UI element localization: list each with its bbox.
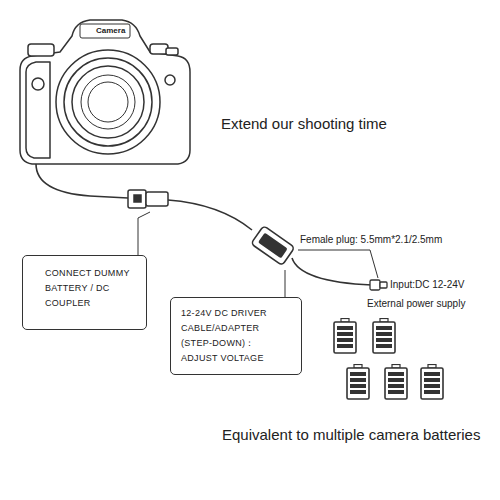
step-down-module xyxy=(251,226,295,266)
camera-drawing xyxy=(20,20,190,164)
input-spec: Input:DC 12-24V xyxy=(390,279,465,290)
title: Extend our shooting time xyxy=(221,115,387,132)
callout-box: 12-24V DC DRIVER CABLE/ADAPTER (STEP-DOW… xyxy=(170,297,302,375)
callout-text: 12-24V DC DRIVER CABLE/ADAPTER (STEP-DOW… xyxy=(181,306,293,366)
callout-text: CONNECT DUMMY BATTERY / DC COUPLER xyxy=(45,266,136,311)
leader-lines xyxy=(138,212,378,297)
battery-icons xyxy=(334,319,443,400)
female-plug xyxy=(370,280,387,290)
callout-box: CONNECT DUMMY BATTERY / DC COUPLER xyxy=(22,255,147,330)
camera-label: Camera xyxy=(95,26,126,35)
power-label: External power supply xyxy=(367,298,465,309)
plug-spec: Female plug: 5.5mm*2.1/2.5mm xyxy=(300,234,442,245)
dummy-battery-plug xyxy=(128,190,168,208)
caption: Equivalent to multiple camera batteries xyxy=(222,426,480,443)
